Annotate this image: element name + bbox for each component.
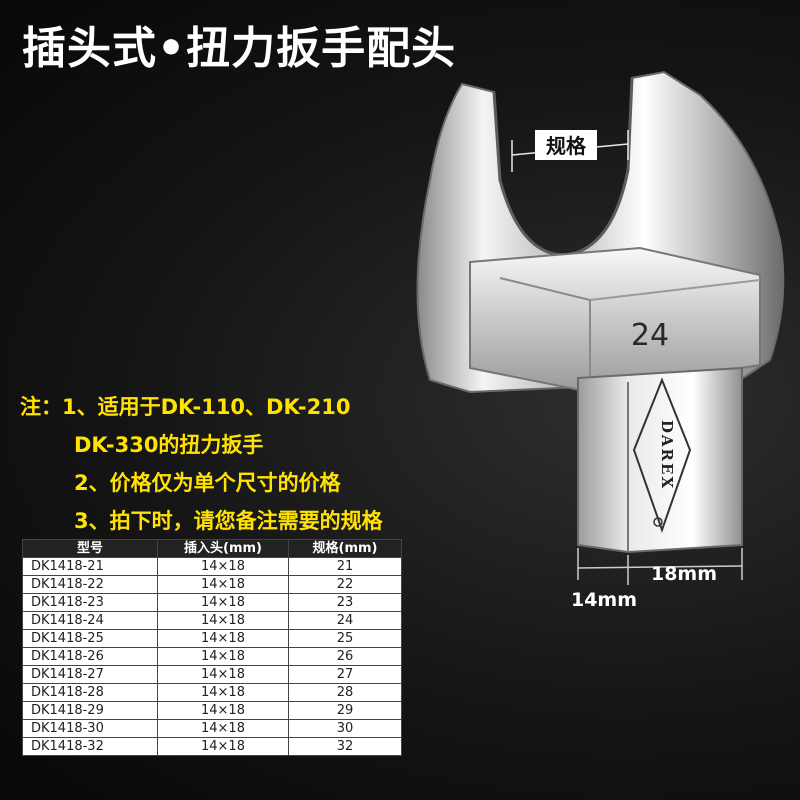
brand-logo bbox=[632, 377, 692, 534]
cell-insert: 14×18 bbox=[157, 647, 289, 666]
cell-size: 21 bbox=[288, 557, 402, 576]
note-line-4: 3、拍下时，请您备注需要的规格 bbox=[74, 509, 383, 533]
cell-model: DK1418-23 bbox=[22, 593, 158, 612]
cell-size: 25 bbox=[288, 629, 402, 648]
cell-insert: 14×18 bbox=[157, 701, 289, 720]
cell-insert: 14×18 bbox=[157, 557, 289, 576]
cell-insert: 14×18 bbox=[157, 611, 289, 630]
notes-block: 注：1、适用于DK-110、DK-210 DK-330的扭力扳手 2、价格仅为单… bbox=[20, 388, 383, 540]
wrench-front-face bbox=[469, 246, 761, 394]
cell-insert: 14×18 bbox=[157, 737, 289, 756]
cell-model: DK1418-30 bbox=[22, 719, 158, 738]
cell-insert: 14×18 bbox=[157, 683, 289, 702]
dim-width-left: 14mm bbox=[571, 589, 637, 611]
cell-model: DK1418-26 bbox=[22, 647, 158, 666]
cell-insert: 14×18 bbox=[157, 629, 289, 648]
cell-size: 26 bbox=[288, 647, 402, 666]
cell-size: 32 bbox=[288, 737, 402, 756]
dim-width-right: 18mm bbox=[651, 563, 717, 585]
cell-model: DK1418-21 bbox=[22, 557, 158, 576]
note-line-3: 2、价格仅为单个尺寸的价格 bbox=[74, 471, 341, 495]
cell-model: DK1418-32 bbox=[22, 737, 158, 756]
cell-insert: 14×18 bbox=[157, 575, 289, 594]
cell-model: DK1418-27 bbox=[22, 665, 158, 684]
insert-shank bbox=[577, 366, 743, 554]
note-line-2: DK-330的扭力扳手 bbox=[74, 433, 264, 457]
cell-size: 23 bbox=[288, 593, 402, 612]
cell-size: 30 bbox=[288, 719, 402, 738]
jaw-size-label: 规格 bbox=[546, 134, 587, 158]
cell-insert: 14×18 bbox=[157, 665, 289, 684]
cell-insert: 14×18 bbox=[157, 593, 289, 612]
cell-model: DK1418-25 bbox=[22, 629, 158, 648]
cell-size: 24 bbox=[288, 611, 402, 630]
header-size: 规格(mm) bbox=[288, 539, 402, 558]
cell-insert: 14×18 bbox=[157, 719, 289, 738]
cell-size: 29 bbox=[288, 701, 402, 720]
stamp-number: 24 bbox=[631, 318, 669, 353]
cell-size: 22 bbox=[288, 575, 402, 594]
cell-model: DK1418-28 bbox=[22, 683, 158, 702]
cell-size: 28 bbox=[288, 683, 402, 702]
header-model: 型号 bbox=[22, 539, 158, 558]
cell-model: DK1418-24 bbox=[22, 611, 158, 630]
brand-text: DAREX bbox=[658, 420, 676, 490]
header-insert: 插入头(mm) bbox=[157, 539, 289, 558]
cell-model: DK1418-29 bbox=[22, 701, 158, 720]
cell-model: DK1418-22 bbox=[22, 575, 158, 594]
cell-size: 27 bbox=[288, 665, 402, 684]
note-line-1: 注：1、适用于DK-110、DK-210 bbox=[20, 395, 351, 419]
page-title: 插头式•扭力扳手配头 bbox=[22, 23, 457, 74]
table-header-row: 型号 插入头(mm) 规格(mm) bbox=[22, 539, 402, 558]
